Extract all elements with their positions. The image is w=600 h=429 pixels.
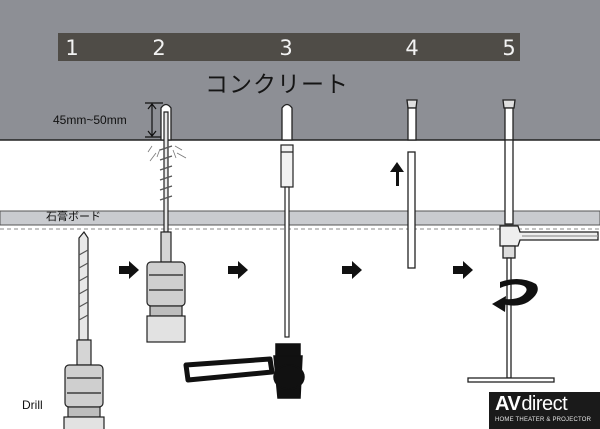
step-number-1: 1 (65, 36, 79, 60)
brand-name: AVdirect (495, 393, 568, 416)
arrow-4-5 (453, 261, 473, 279)
depth-label: 45mm~50mm (53, 113, 127, 127)
rotation-arrow (492, 278, 538, 312)
step-number-4: 4 (405, 36, 419, 60)
depth-bracket (145, 102, 163, 138)
brand-tagline: HOME THEATER & PROJECTOR (495, 417, 592, 423)
arrow-3-4 (342, 261, 362, 279)
arrow-2-3 (228, 261, 248, 279)
step-number-5: 5 (502, 36, 516, 60)
brand-name-first: AV (495, 393, 521, 415)
concrete-label: コンクリート (205, 72, 349, 98)
dust-particles (147, 145, 187, 162)
drill-label: Drill (22, 398, 43, 412)
right-arrows (119, 261, 473, 279)
arrow-1-2 (119, 261, 139, 279)
gypsum-board (0, 210, 600, 226)
drill-step1 (63, 230, 105, 429)
step-number-3: 3 (279, 36, 293, 60)
step-number-2: 2 (152, 36, 166, 60)
anchor-tip-step3 (281, 103, 293, 141)
concrete-slab (0, 0, 600, 140)
hammer (183, 343, 305, 399)
brand-name-rest: direct (521, 393, 568, 415)
anchor-step5 (502, 99, 516, 225)
up-arrow (390, 162, 404, 186)
setting-tool-step3 (280, 144, 294, 338)
drill-step2 (146, 111, 186, 343)
step-band (58, 33, 520, 61)
rod-step4 (407, 151, 416, 269)
anchor-step4 (406, 99, 418, 141)
brand-logo: AVdirect HOME THEATER & PROJECTOR (489, 392, 600, 429)
gypsum-board-label: 石膏ボード (46, 210, 101, 223)
fixture-step5 (467, 225, 599, 383)
